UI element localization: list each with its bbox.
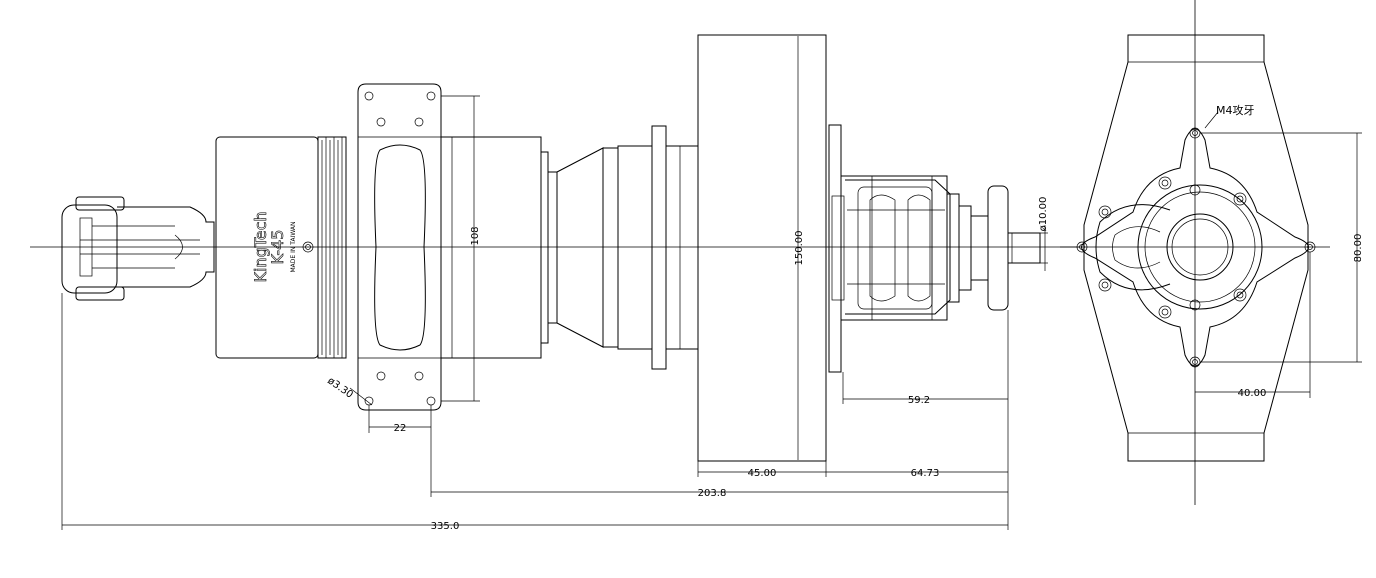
- dim-flange-width: 45.00: [748, 468, 777, 479]
- dim-mount-to-end: 203.8: [698, 488, 727, 499]
- flange: [697, 34, 842, 462]
- front-view: [1060, 0, 1330, 505]
- dim-bolt-vertical: 80.00: [1353, 234, 1364, 263]
- thread-note: M4攻牙: [1216, 103, 1255, 117]
- dim-rear-length: 59.2: [908, 395, 930, 406]
- grooves: [317, 136, 347, 359]
- dim-front-length: 64.73: [911, 468, 940, 479]
- origin-text: MADE IN TAIWAN: [290, 221, 297, 272]
- dim-mount-height: 108: [470, 226, 481, 245]
- dim-flange-diameter: 150.00: [794, 231, 805, 266]
- combustion-body: [440, 125, 699, 370]
- dim-bolt-horizontal: 40.00: [1238, 388, 1267, 399]
- dim-shaft-diameter: ø10.00: [1038, 197, 1049, 232]
- mount-outline: [1083, 34, 1309, 462]
- mounting-bracket: [357, 83, 442, 411]
- brand-text: KingTech: [251, 211, 270, 282]
- dim-hole-diameter: ø3.30: [325, 375, 355, 400]
- dim-hole-spacing: 22: [394, 423, 407, 434]
- lug-flange: [1081, 128, 1309, 367]
- front-dimensions: M4攻牙 80.00 40.00: [1195, 103, 1364, 399]
- model-text: K-45: [268, 230, 287, 265]
- side-dimensions: 108 150.00 ø10.00 ø3.30 22 59.2 45.00 64…: [61, 36, 1049, 532]
- starter-nose: [61, 196, 215, 301]
- turbine-section: [831, 175, 1041, 321]
- dim-overall-length: 335.0: [431, 521, 460, 532]
- side-view: KingTech K-45 MADE IN TAIWAN: [30, 34, 1080, 462]
